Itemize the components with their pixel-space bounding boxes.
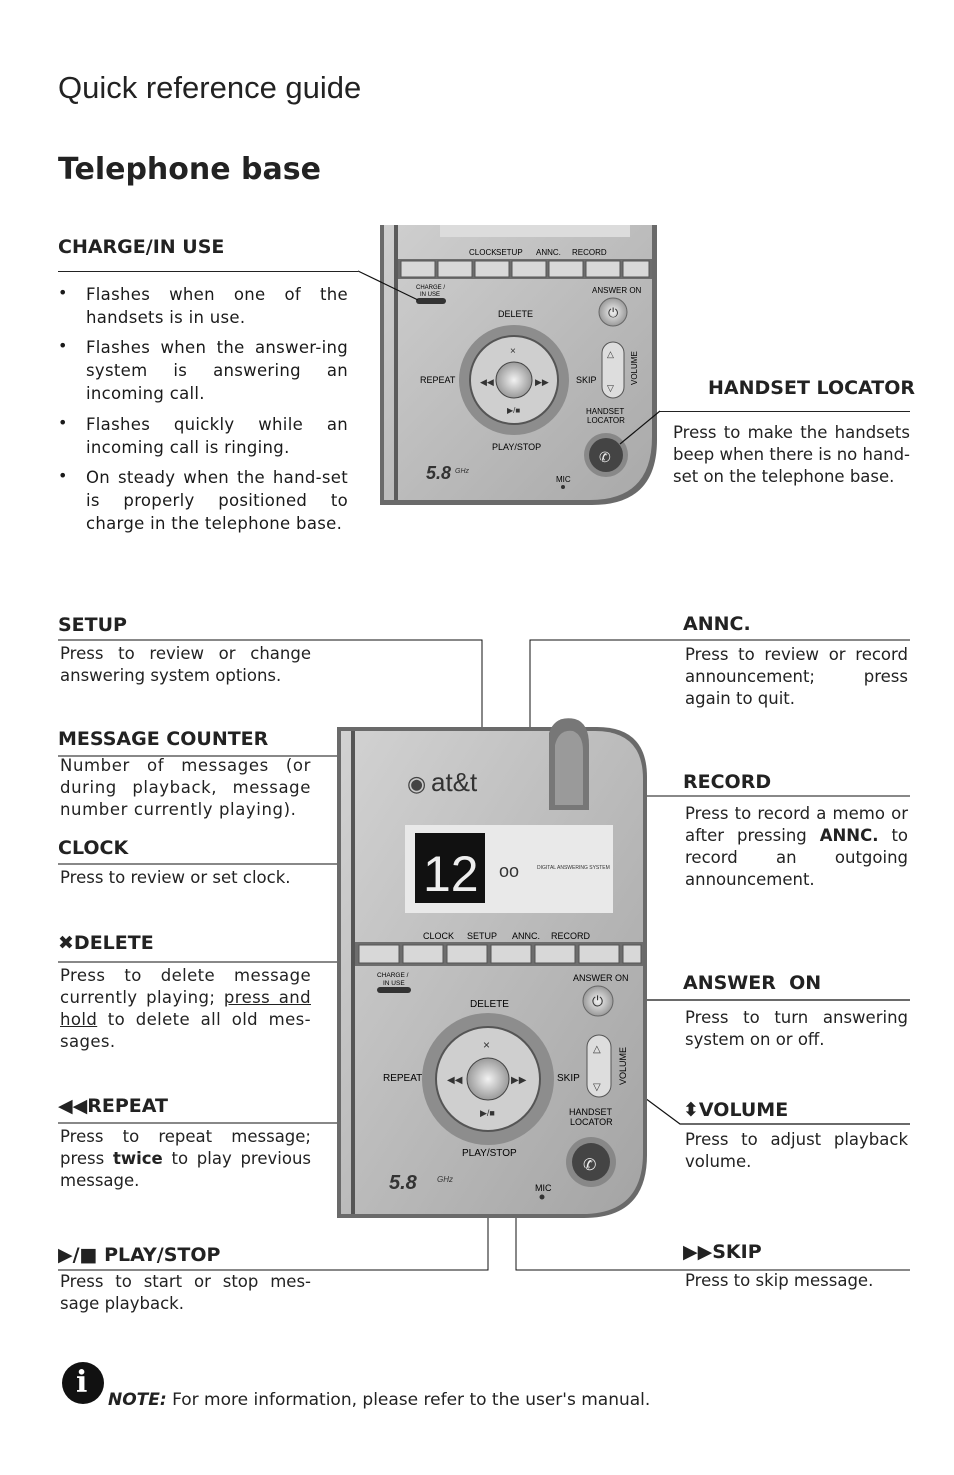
charge-text-2: CHARGE /: [377, 972, 409, 979]
play-stop-label-2: PLAY/STOP: [462, 1148, 517, 1159]
handset-locator-text-a: HANDSET: [586, 407, 624, 416]
handset-text-2: HANDSET: [569, 1107, 613, 1117]
handset-icon-2: ✆: [583, 1157, 596, 1174]
das-text: DIGITAL ANSWERING SYSTEM: [537, 865, 610, 871]
answer-on-label-callout: ANSWER ON: [683, 972, 822, 994]
delete-x-icon-2: ×: [483, 1038, 490, 1052]
power-icon: ⏻: [608, 305, 618, 320]
answer-on-label: ANSWER ON: [592, 286, 642, 295]
clock-text: Press to review or set clock.: [60, 868, 291, 887]
freq-unit-2: GHz: [437, 1175, 453, 1184]
annc-text: Press to review or record announcement; …: [685, 645, 908, 708]
das-icon: oo: [499, 861, 519, 881]
forward-icon-2: ▶▶: [511, 1075, 527, 1086]
setup-text: Press to review or change answering syst…: [60, 644, 311, 685]
volume-text: Press to adjust playback volume.: [685, 1130, 908, 1171]
play-stop-icon: ▶/■: [507, 406, 520, 415]
base-top-panel-illustration: CLOCK SETUP ANNC. RECORD CHARGE / IN USE…: [380, 225, 657, 505]
forward-icon: ▶▶: [535, 377, 549, 387]
play-stop-icon-2: ▶/■: [480, 1108, 495, 1118]
message-counter-label: MESSAGE COUNTER: [58, 728, 269, 750]
play-stop-label: PLAY/STOP: [492, 442, 541, 452]
info-icon: i: [62, 1362, 104, 1404]
note: NOTE: For more information, please refer…: [108, 1390, 651, 1410]
repeat-label-callout: ◀◀REPEAT: [58, 1095, 168, 1117]
play-stop-text: Press to start or stop mes-sage playback…: [60, 1272, 311, 1313]
volume-label-callout: ⬍VOLUME: [683, 1099, 789, 1121]
delete-label-2: DELETE: [470, 999, 509, 1010]
freq-label-2: 5.8: [389, 1172, 418, 1194]
volume-updown-icon: ⬍: [683, 1099, 699, 1121]
volume-down-icon-2: ▽: [593, 1082, 601, 1093]
mic-label: MIC: [556, 475, 571, 484]
play-stop-label-callout: ▶/■ PLAY/STOP: [58, 1244, 221, 1266]
clock-label: CLOCK: [469, 248, 497, 257]
handset-locator-text: Press to make the handsets beep when the…: [673, 423, 910, 486]
divider: [660, 411, 910, 412]
annc-label-callout: ANNC.: [683, 613, 751, 635]
answer-on-text: Press to turn answering system on or off…: [685, 1008, 908, 1049]
locator-text-2: LOCATOR: [570, 1117, 613, 1127]
clock-label-2: CLOCK: [423, 931, 454, 941]
volume-label: VOLUME: [630, 351, 639, 385]
volume-label-2: VOLUME: [618, 1047, 628, 1085]
rewind-icon-callout: ◀◀: [58, 1095, 88, 1117]
answer-on-label-2: ANSWER ON: [573, 973, 629, 983]
volume-down-icon: ▽: [607, 383, 614, 393]
annc-label-2: ANNC.: [512, 931, 540, 941]
divider: [58, 271, 358, 272]
annc-label: ANNC.: [536, 248, 561, 257]
handset-locator-text-b: LOCATOR: [587, 416, 625, 425]
charge-in-use-label: CHARGE/IN USE: [58, 236, 225, 258]
power-icon-2: ⏻: [592, 993, 603, 1009]
rewind-icon-2: ◀◀: [447, 1075, 463, 1086]
charge-bullet-4: •On steady when the hand-set is properly…: [58, 466, 348, 533]
record-text: Press to record a memo or after pressing…: [685, 804, 909, 889]
record-label-callout: RECORD: [683, 771, 772, 793]
delete-x-icon: ×: [510, 346, 516, 357]
skip-label-2: SKIP: [557, 1073, 580, 1084]
charge-text-2b: IN USE: [383, 980, 405, 987]
repeat-text: Press to repeat message; press twice to …: [60, 1127, 312, 1190]
section-title: Telephone base: [58, 152, 321, 187]
mic-label-2: MIC: [535, 1183, 552, 1193]
skip-label: SKIP: [576, 375, 597, 385]
record-label: RECORD: [572, 248, 607, 257]
setup-label-callout: SETUP: [58, 614, 127, 636]
delete-label-callout: ✖DELETE: [58, 932, 154, 954]
skip-text: Press to skip message.: [685, 1271, 874, 1290]
volume-up-icon: △: [607, 349, 614, 359]
charge-bullet-1: •Flashes when one of the handsets is in …: [58, 283, 348, 327]
charge-in-use-text-2: IN USE: [420, 292, 440, 298]
charge-bullet-3: •Flashes quickly while an incoming call …: [58, 413, 348, 457]
skip-label-callout: ▶▶SKIP: [683, 1241, 762, 1263]
message-counter-display: 12: [423, 846, 479, 902]
brand-logo: at&t: [431, 767, 478, 797]
handset-locator-label: HANDSET LOCATOR: [708, 377, 916, 399]
play-stop-icon-callout: ▶/■: [58, 1244, 105, 1266]
repeat-label-2: REPEAT: [383, 1073, 422, 1084]
clock-label-callout: CLOCK: [58, 837, 129, 859]
repeat-label: REPEAT: [420, 375, 456, 385]
freq-label: 5.8: [426, 463, 451, 483]
charge-in-use-text: CHARGE /: [416, 285, 445, 291]
setup-label-2: SETUP: [467, 931, 497, 941]
forward-icon-callout: ▶▶: [683, 1241, 713, 1263]
volume-up-icon-2: △: [593, 1044, 601, 1055]
delete-x-icon-callout: ✖: [58, 932, 74, 954]
delete-label: DELETE: [498, 309, 533, 319]
freq-unit: GHz: [455, 468, 470, 475]
delete-text: Press to delete message currently playin…: [60, 966, 311, 1051]
setup-label: SETUP: [496, 248, 523, 257]
page-title: Quick reference guide: [58, 70, 362, 105]
base-illustration: ◉ at&t 12 oo DIGITAL ANSWERING SYSTEM CL…: [337, 718, 647, 1218]
rewind-icon: ◀◀: [480, 377, 494, 387]
record-label-2: RECORD: [551, 931, 591, 941]
att-globe-icon: ◉: [407, 771, 426, 796]
handset-icon: ✆: [599, 449, 611, 465]
message-counter-text: Number of messages (or during playback, …: [60, 756, 311, 819]
charge-bullet-2: •Flashes when the answer-ing system is a…: [58, 336, 348, 403]
